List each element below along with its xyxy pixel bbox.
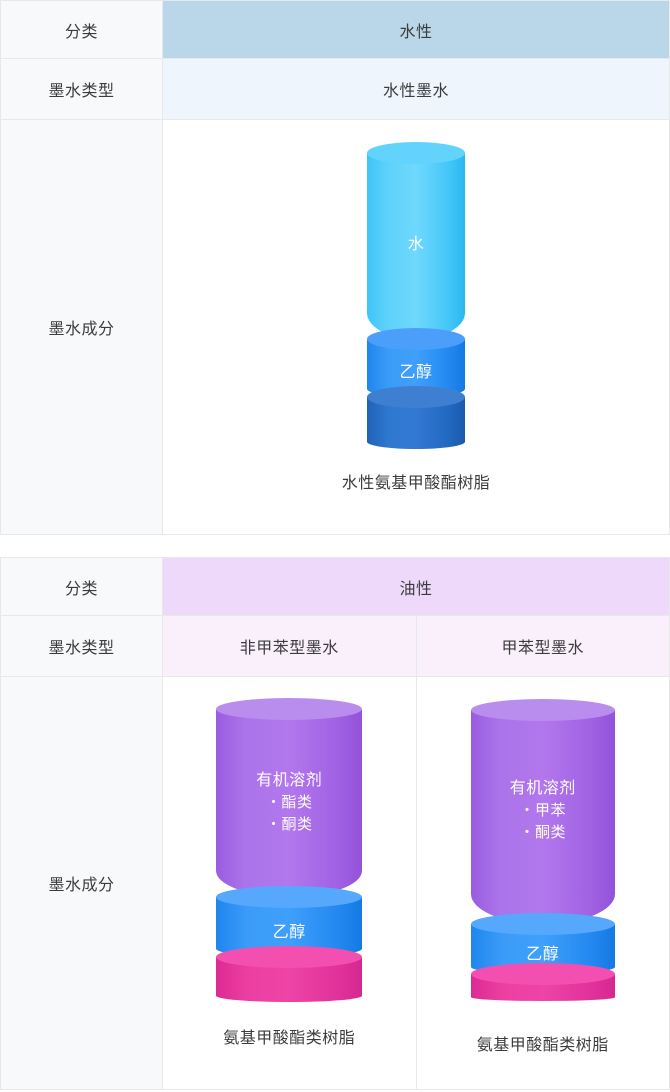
cylinder-diagram-toluene: 有机溶剂 ・甲苯 ・酮类 乙醇: [417, 677, 670, 1089]
cylinder-segment-resin: [216, 946, 363, 1002]
cylinder-caption-non-toluene: 氨基甲酸酯类树脂: [223, 1030, 356, 1047]
table-row: 墨水类型 非甲苯型墨水 甲苯型墨水: [0, 615, 670, 677]
segment-body: [470, 710, 615, 924]
stacked-cylinder: 有机溶剂 ・酯类 ・酮类 乙醇: [216, 698, 363, 1002]
segment-top-cap: [216, 886, 363, 908]
composition-row-label: 墨水成分: [0, 119, 163, 535]
cylinder-caption-toluene: 氨基甲酸酯类树脂: [476, 1037, 609, 1054]
table-row: 墨水成分 有机溶剂 ・酯类 ・酮类: [0, 676, 670, 1090]
table-row: 分类 水性: [0, 0, 670, 59]
cylinder-segment-resin: [470, 963, 615, 1001]
segment-body: [216, 709, 363, 897]
segment-top-cap: [470, 963, 615, 985]
table-gap: [0, 535, 670, 557]
composition-cell-toluene: 有机溶剂 ・甲苯 ・酮类 乙醇: [415, 676, 670, 1090]
cylinder-caption-water: 水性氨基甲酸酯树脂: [341, 475, 491, 492]
table-row: 墨水成分 水: [0, 119, 670, 535]
cylinder-segment-organic-solvent: 有机溶剂 ・酯类 ・酮类: [216, 698, 363, 897]
stacked-cylinder: 有机溶剂 ・甲苯 ・酮类 乙醇: [470, 699, 615, 1001]
segment-top-cap: [470, 913, 615, 935]
composition-cell-water: 水 乙醇: [162, 119, 670, 535]
composition-row-label: 墨水成分: [0, 676, 163, 1090]
segment-top-cap: [367, 328, 465, 350]
category-value-water: 水性: [162, 0, 670, 59]
segment-body: [367, 153, 465, 339]
ink-type-row-label: 墨水类型: [0, 58, 163, 120]
segment-top-cap: [216, 698, 363, 720]
cylinder-segment-organic-solvent: 有机溶剂 ・甲苯 ・酮类: [470, 699, 615, 924]
cylinder-diagram-water: 水 乙醇: [163, 120, 669, 534]
oil-based-ink-table: 分类 油性 墨水类型 非甲苯型墨水 甲苯型墨水 墨水成分: [0, 557, 670, 1090]
ink-type-non-toluene: 非甲苯型墨水: [162, 615, 417, 677]
water-based-ink-table: 分类 水性 墨水类型 水性墨水 墨水成分 水: [0, 0, 670, 535]
cylinder-segment-resin: [367, 386, 465, 449]
cylinder-diagram-non-toluene: 有机溶剂 ・酯类 ・酮类 乙醇: [163, 677, 416, 1089]
segment-top-cap: [470, 699, 615, 721]
stacked-cylinder: 水 乙醇: [367, 142, 465, 449]
segment-top-cap: [216, 946, 363, 968]
category-row-label: 分类: [0, 557, 163, 616]
composition-cell-non-toluene: 有机溶剂 ・酯类 ・酮类 乙醇: [162, 676, 417, 1090]
category-row-label: 分类: [0, 0, 163, 59]
cylinder-segment-ethanol: 乙醇: [367, 328, 465, 397]
segment-top-cap: [367, 142, 465, 164]
table-row: 分类 油性: [0, 557, 670, 616]
segment-top-cap: [367, 386, 465, 408]
category-value-oil: 油性: [162, 557, 670, 616]
ink-type-water: 水性墨水: [162, 58, 670, 120]
ink-type-row-label: 墨水类型: [0, 615, 163, 677]
table-row: 墨水类型 水性墨水: [0, 58, 670, 120]
ink-type-toluene: 甲苯型墨水: [415, 615, 670, 677]
cylinder-segment-water: 水: [367, 142, 465, 339]
